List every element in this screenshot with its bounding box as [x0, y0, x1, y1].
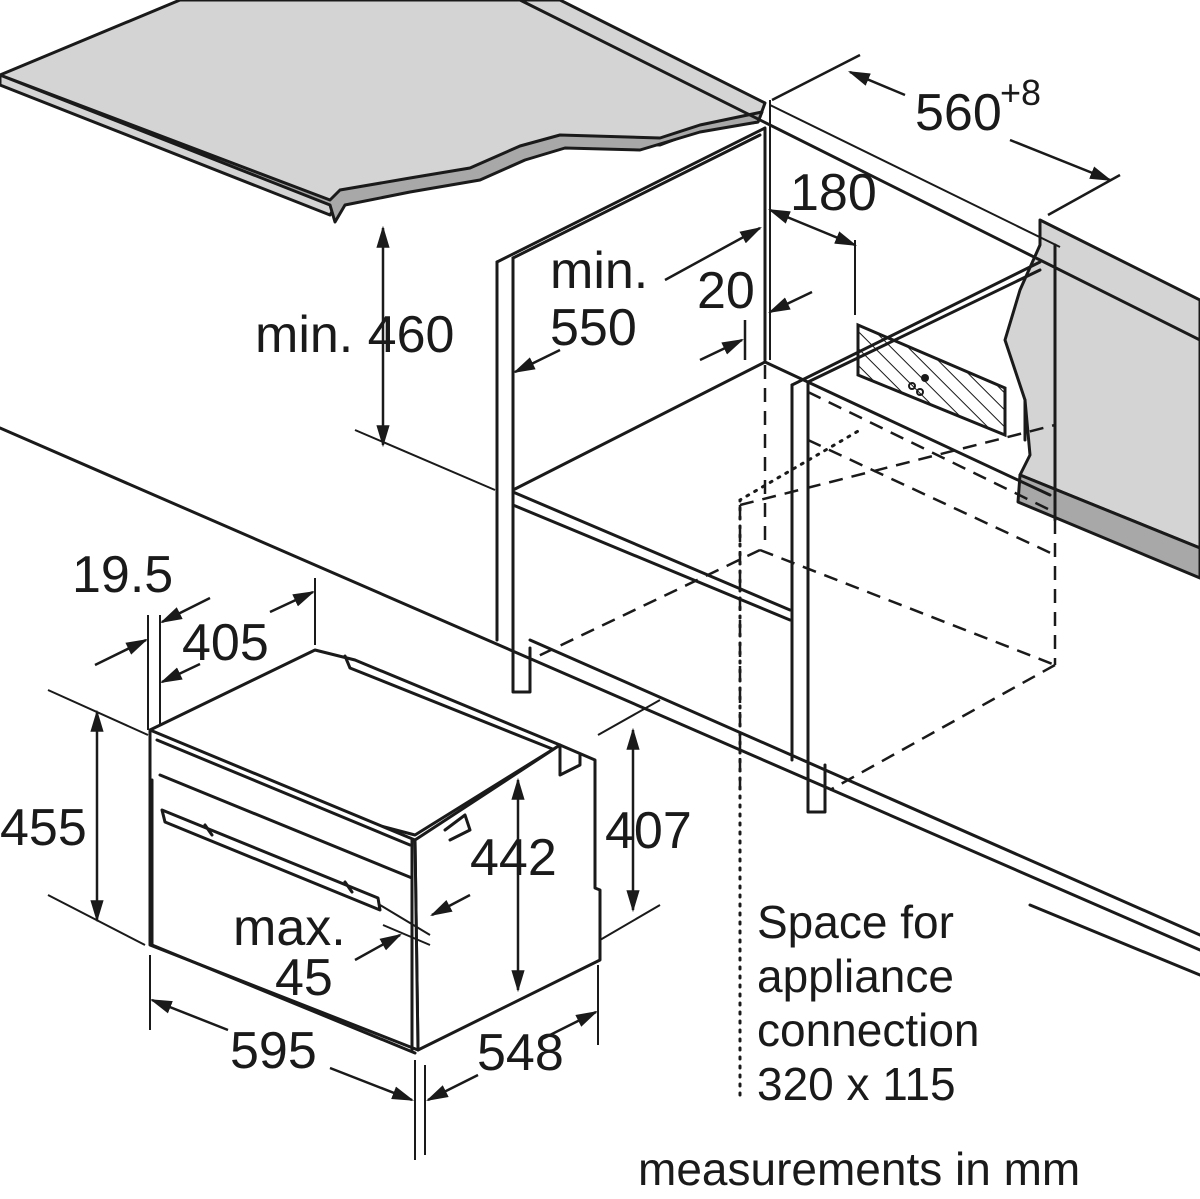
- label-appliance-height: 455: [0, 799, 87, 857]
- label-appliance-width: 595: [230, 1022, 317, 1080]
- niche-frame: [0, 0, 1200, 977]
- label-niche-width: 560: [915, 84, 1002, 142]
- label-niche-height: min. 460: [255, 306, 454, 364]
- label-appliance-depth: 548: [477, 1024, 564, 1082]
- label-door-projection: 45: [275, 949, 333, 1007]
- label-front-panel-thickness: 19.5: [72, 546, 173, 604]
- connection-note-line1: Space for: [757, 896, 954, 948]
- label-rear-gap: 20: [697, 262, 755, 320]
- label-door-max: max.: [233, 899, 346, 957]
- label-niche-depth-min: min.: [550, 242, 648, 300]
- label-niche-width-tolerance: +8: [1000, 72, 1041, 113]
- units-note: measurements in mm: [638, 1143, 1080, 1195]
- connection-leader: [738, 428, 862, 1097]
- dimension-lines: [47, 53, 1121, 1160]
- label-housing-height: 407: [605, 802, 692, 860]
- connection-note-line4: 320 x 115: [757, 1058, 956, 1110]
- connection-note-line3: connection: [757, 1004, 980, 1056]
- left-worktop: [0, 0, 767, 224]
- connection-box: [856, 322, 1007, 438]
- label-niche-depth: 550: [550, 299, 637, 357]
- label-housing-height-inner: 442: [470, 829, 557, 887]
- connection-note: Space for appliance connection 320 x 115: [757, 896, 980, 1110]
- oven-appliance: [148, 648, 602, 1055]
- label-housing-depth: 405: [182, 614, 269, 672]
- dimension-labels: 560 +8 180 min. 550 20 min. 460 19.5 405…: [0, 72, 1041, 1082]
- connection-note-line2: appliance: [757, 950, 954, 1002]
- label-connection-offset: 180: [790, 164, 877, 222]
